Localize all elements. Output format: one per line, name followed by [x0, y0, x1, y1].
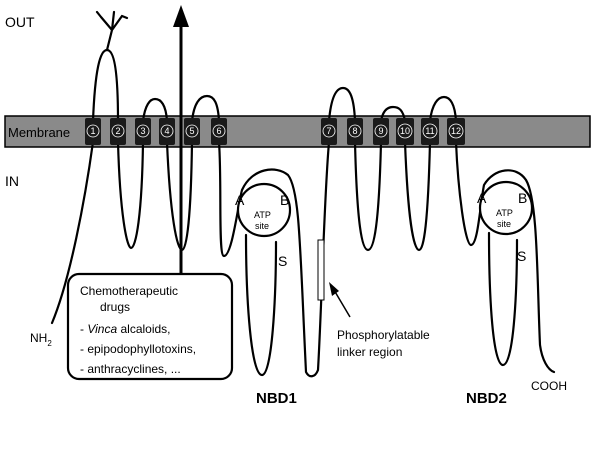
transmembrane-segments: 1 2 3 4 5 6 7 — [85, 118, 465, 145]
linker-region-marker — [317, 239, 325, 301]
drug-box-item-2: - epipodophyllotoxins, — [80, 342, 196, 356]
n-terminus-label: NH2 — [30, 331, 52, 348]
in-label: IN — [5, 173, 19, 189]
nbd1-signature: S — [278, 253, 287, 269]
nbd2-walker-a: A — [477, 190, 487, 206]
nbd2-domain-circle — [478, 180, 534, 236]
nbd2-atp-line1: ATP — [496, 208, 513, 218]
drug-box-title-line1: Chemotherapeutic — [80, 284, 178, 298]
tm-segment-8: 8 — [347, 118, 363, 145]
nbd1-walker-b: B — [280, 192, 289, 208]
tm-segment-9: 9 — [373, 118, 389, 145]
nbd2-walker-b: B — [518, 190, 527, 206]
loop-intracellular-2-3 — [116, 140, 145, 250]
nbd2-signature: S — [517, 248, 526, 264]
nbd1-domain-circle — [236, 182, 292, 238]
linker-pointer-head — [329, 282, 339, 296]
tm-segment-6: 6 — [211, 118, 227, 145]
tm-number-3: 3 — [140, 126, 145, 136]
tm-number-4: 4 — [164, 126, 169, 136]
drug-box-item-3: - anthracyclines, ... — [80, 362, 181, 376]
loop-extracellular-11-12 — [428, 95, 458, 123]
tm-number-11: 11 — [425, 126, 434, 136]
drug-box — [66, 272, 234, 381]
efflux-arrowhead — [173, 5, 189, 27]
tm-segment-10: 10 — [396, 118, 414, 145]
nbd2-hairpin-1 — [487, 231, 519, 367]
tm-segment-5: 5 — [184, 118, 200, 145]
linker-label-line1: Phosphorylatable — [337, 328, 430, 342]
tm-number-7: 7 — [326, 126, 331, 136]
tm-number-2: 2 — [115, 126, 120, 136]
membrane-band — [4, 115, 591, 148]
linker-pointer-line — [333, 289, 351, 318]
drug-box-title-line2: drugs — [100, 300, 130, 314]
tm-segment-3: 3 — [135, 118, 151, 145]
tm-segment-1: 1 — [85, 118, 101, 145]
loop-nbd2-cytoplasmic — [454, 140, 556, 374]
n-terminal-tail — [50, 140, 95, 325]
loop-extracellular-5-6 — [190, 94, 221, 123]
tm-number-10: 10 — [400, 126, 410, 136]
tm-segment-2: 2 — [110, 118, 126, 145]
tm-segment-7: 7 — [321, 118, 337, 145]
tm-number-1: 1 — [90, 126, 95, 136]
loop-intracellular-10-11 — [403, 140, 432, 252]
loop-extracellular-1-2 — [91, 48, 120, 123]
tm-number-6: 6 — [216, 126, 221, 136]
c-terminus-label: COOH — [531, 379, 567, 393]
drug-box-item-1: - Vinca alcaloids, — [80, 322, 171, 336]
linker-label-line2: linker region — [337, 345, 402, 359]
out-label: OUT — [5, 14, 35, 30]
membrane-label: Membrane — [8, 125, 70, 140]
tm-segment-11: 11 — [421, 118, 439, 145]
tm-segment-12: 12 — [447, 118, 465, 145]
nbd2-label: NBD2 — [466, 390, 507, 407]
loop-extracellular-3-4 — [141, 97, 169, 123]
loop-nbd1-cytoplasmic — [217, 140, 331, 378]
nbd1-atp-line1: ATP — [254, 210, 271, 220]
tm-number-9: 9 — [378, 126, 383, 136]
nbd1-hairpin-1 — [244, 233, 278, 377]
tm-number-8: 8 — [352, 126, 357, 136]
nbd1-label: NBD1 — [256, 390, 297, 407]
tm-number-5: 5 — [189, 126, 194, 136]
loop-extracellular-9-10 — [379, 105, 407, 123]
loop-extracellular-7-8 — [327, 86, 357, 123]
tm-segment-4: 4 — [159, 118, 175, 145]
nbd1-walker-a: A — [235, 192, 245, 208]
glycosylation-tree — [95, 10, 129, 52]
nbd1-atp-line2: site — [255, 221, 269, 231]
nbd2-atp-line2: site — [497, 219, 511, 229]
tm-number-12: 12 — [451, 126, 461, 136]
loop-intracellular-8-9 — [353, 140, 383, 252]
